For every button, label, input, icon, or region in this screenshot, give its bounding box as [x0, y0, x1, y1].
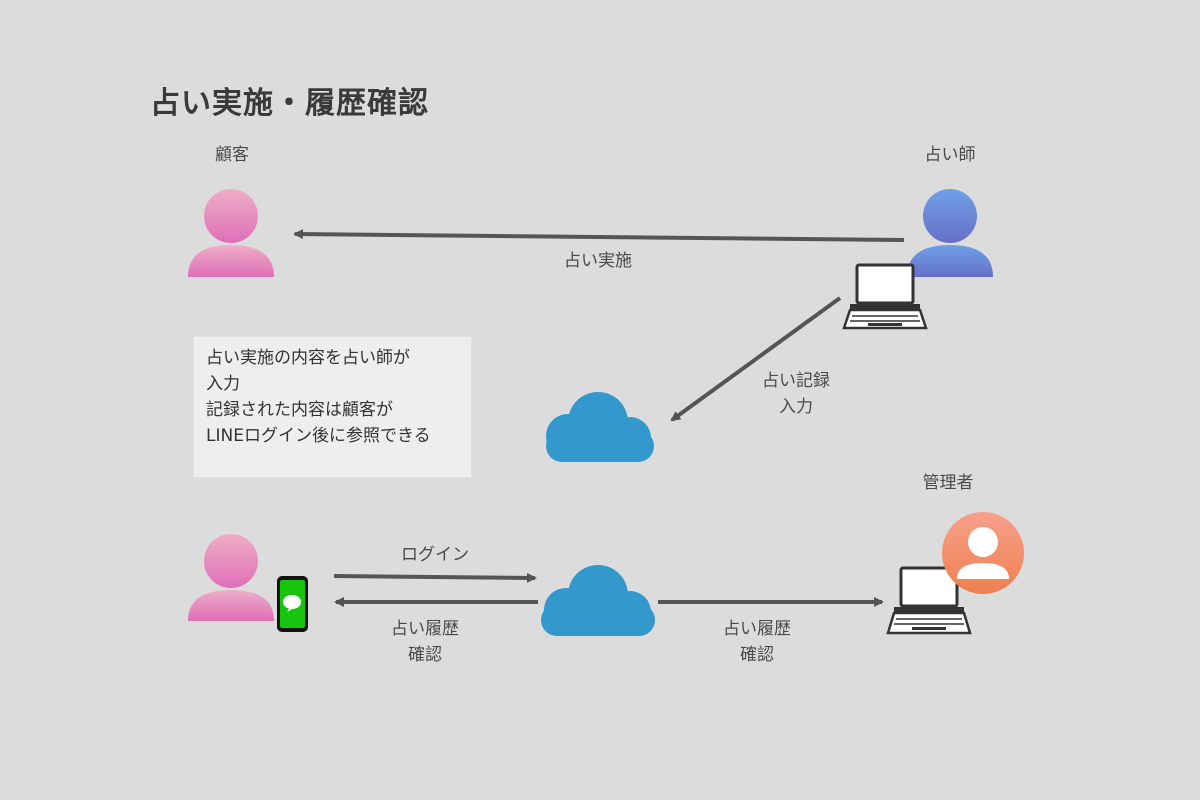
description-note: 占い実施の内容を占い師が 入力 記録された内容は顧客が LINEログイン後に参照…: [193, 336, 472, 478]
customer-label: 顧客: [215, 145, 249, 165]
cloud-icon-bottom: [541, 565, 655, 636]
history-left-label-line2: 確認: [408, 645, 442, 665]
fortune-teller-person-icon: [907, 189, 993, 277]
history-right-edge-label: 占い履歴 確認: [707, 616, 807, 668]
admin-avatar-icon: [942, 512, 1024, 594]
history-left-label-line1: 占い履歴: [391, 619, 459, 639]
note-line: 記録された内容は顧客が: [206, 400, 393, 420]
record-edge-label: 占い記録 入力: [746, 368, 846, 420]
perform-edge-label: 占い実施: [564, 251, 632, 271]
record-arrow: [670, 296, 842, 422]
fortune-teller-laptop-icon: [842, 263, 928, 330]
note-line: 占い実施の内容を占い師が: [206, 348, 410, 368]
note-line: LINEログイン後に参照できる: [206, 426, 431, 446]
login-arrow: [333, 572, 537, 583]
page-title: 占い実施・履歴確認: [150, 86, 429, 121]
record-edge-label-line1: 占い記録: [762, 371, 830, 391]
login-edge-label: ログイン: [401, 545, 469, 565]
admin-label: 管理者: [922, 473, 974, 493]
customer-person-icon: [188, 189, 274, 277]
admin-laptop-icon: [886, 566, 972, 635]
fortune-teller-label: 占い師: [924, 145, 976, 165]
record-edge-label-line2: 入力: [779, 397, 813, 417]
history-left-edge-label: 占い履歴 確認: [375, 616, 475, 668]
cloud-icon-top: [546, 392, 654, 462]
history-right-label-line2: 確認: [740, 645, 774, 665]
smartphone-icon: [277, 576, 308, 632]
perform-arrow: [293, 229, 905, 242]
history-right-label-line1: 占い履歴: [723, 619, 791, 639]
note-line: 入力: [206, 374, 240, 394]
customer-bottom-person-icon: [188, 534, 274, 621]
